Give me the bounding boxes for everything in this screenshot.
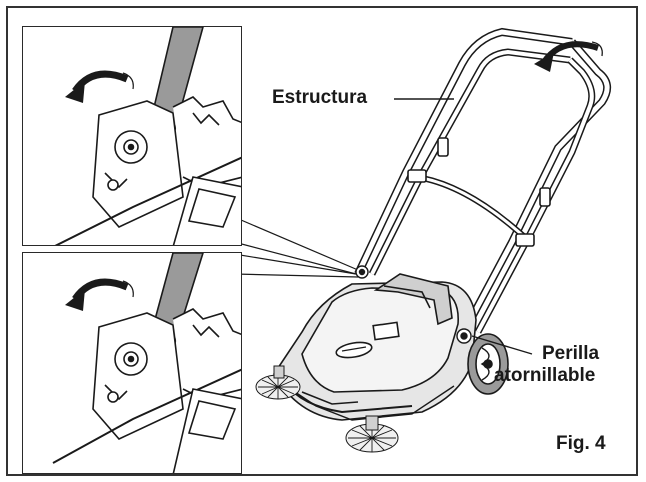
hinge-detail xyxy=(52,253,241,473)
frame-label: Estructura xyxy=(272,87,368,108)
rotate-arrow-icon xyxy=(534,41,603,72)
hinge-detail xyxy=(54,27,241,245)
label-leader-lines xyxy=(394,98,533,355)
inset-leader-lines xyxy=(233,216,359,278)
detail-inset-top xyxy=(22,26,242,246)
rotate-arrow-icon xyxy=(65,278,134,311)
screw-knob-icon xyxy=(355,265,472,344)
knob-label-line2: atornillable xyxy=(494,365,596,386)
sweeper-diagram xyxy=(233,27,612,453)
rotate-arrow-icon xyxy=(65,70,134,103)
figure-frame: Estructura Perilla atornillable Fig. 4 xyxy=(6,6,638,476)
sweeper-body xyxy=(273,273,477,421)
handle-frame xyxy=(354,27,612,334)
detail-inset-bottom xyxy=(22,252,242,474)
side-brush-left xyxy=(255,365,301,400)
rear-wheel xyxy=(467,333,509,395)
knob-label-line1: Perilla xyxy=(542,343,600,364)
side-brush-right xyxy=(345,415,399,453)
figure-caption: Fig. 4 xyxy=(556,433,606,454)
